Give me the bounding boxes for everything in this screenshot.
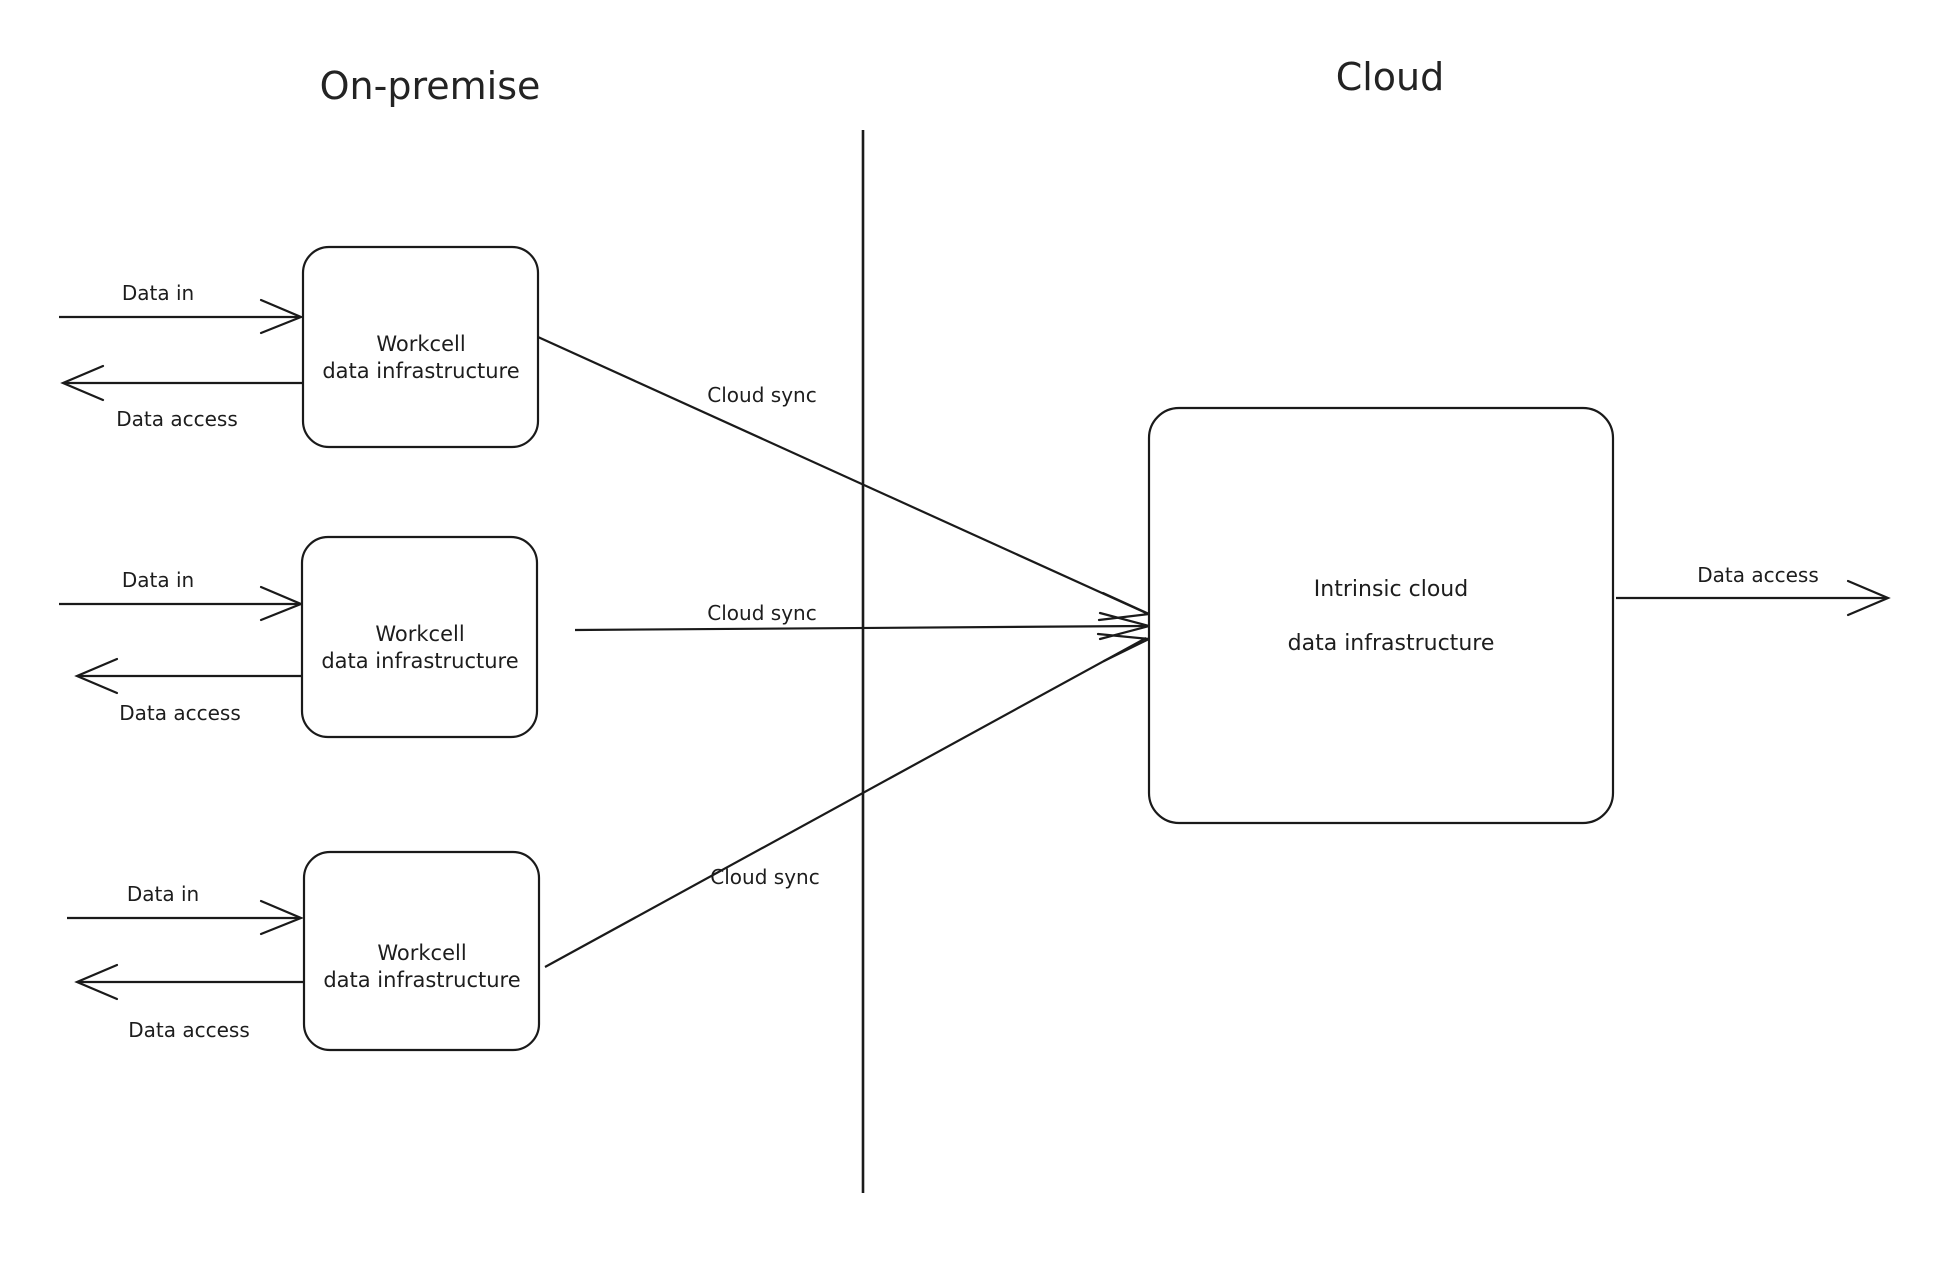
data-access-arrow-head-1 <box>60 364 105 402</box>
cloud-sync-arrow-head-1 <box>1097 591 1154 622</box>
workcell-box-2-line1: Workcell <box>375 622 464 646</box>
workcell-row-3: Data in Data access Workcell data infras… <box>67 632 1153 1052</box>
workcell-box-1-line1: Workcell <box>376 332 465 356</box>
data-access-label-3: Data access <box>128 1018 250 1042</box>
data-in-label-2: Data in <box>122 568 194 592</box>
workcell-row-1: Data in Data access Workcell data infras… <box>59 245 1154 622</box>
data-access-arrow-head-2 <box>74 657 119 695</box>
cloud-sync-line-3 <box>544 637 1147 968</box>
cloud-sync-label-1: Cloud sync <box>707 383 816 407</box>
data-in-label-3: Data in <box>127 882 199 906</box>
workcell-box-3[interactable] <box>302 850 541 1052</box>
data-access-arrow-head-3 <box>74 963 119 1001</box>
data-in-label-1: Data in <box>122 281 194 305</box>
cloud-sync-label-2: Cloud sync <box>707 601 816 625</box>
cloud-data-access-arrow-head <box>1846 579 1891 617</box>
data-in-arrow-head-1 <box>259 298 304 335</box>
zone-title-on-premise: On-premise <box>320 64 541 108</box>
workcell-box-2[interactable] <box>300 535 539 739</box>
workcell-box-1-line2: data infrastructure <box>322 359 519 383</box>
data-in-arrow-head-3 <box>259 899 304 936</box>
cloud-data-access-label: Data access <box>1697 563 1819 587</box>
workcell-box-3-line2: data infrastructure <box>323 968 520 992</box>
workcell-box-1[interactable] <box>301 245 540 449</box>
cloud-node-group: Intrinsic cloud data infrastructure Data… <box>1147 406 1891 825</box>
data-access-label-2: Data access <box>119 701 241 725</box>
cloud-sync-label-3: Cloud sync <box>710 865 819 889</box>
intrinsic-cloud-box[interactable] <box>1147 406 1615 825</box>
workcell-box-2-line2: data infrastructure <box>321 649 518 673</box>
zone-title-cloud: Cloud <box>1336 55 1445 99</box>
cloud-sync-line-1 <box>537 335 1147 615</box>
workcell-row-2: Data in Data access Workcell data infras… <box>59 535 1154 739</box>
data-access-label-1: Data access <box>116 407 238 431</box>
intrinsic-cloud-line2: data infrastructure <box>1288 631 1495 656</box>
workcell-box-3-line1: Workcell <box>377 941 466 965</box>
cloud-sync-line-2 <box>574 624 1147 632</box>
intrinsic-cloud-line1: Intrinsic cloud <box>1314 577 1468 602</box>
